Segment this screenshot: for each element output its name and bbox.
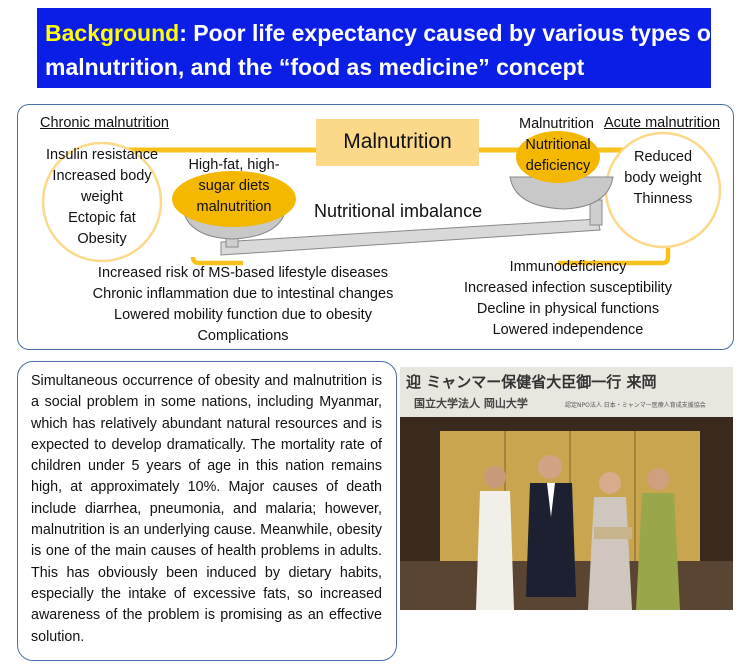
acute-effect: Lowered independence	[492, 322, 644, 338]
photo-illustration: 迎 ミャンマー保健省大臣御一行 来岡 国立大学法人 岡山大学 認定NPO法人 日…	[400, 367, 733, 610]
header-keyword: Background	[45, 20, 180, 46]
header-line-1: Background: Poor life expectancy caused …	[45, 16, 719, 50]
left-bottom-connector	[190, 256, 243, 266]
malnutrition-title: Malnutrition	[343, 130, 452, 153]
description-textbox: Simultaneous occurrence of obesity and m…	[17, 361, 397, 661]
acute-effect: Increased infection susceptibility	[464, 280, 672, 296]
acute-item: body weight	[624, 170, 702, 186]
chronic-effect: Complications	[197, 328, 289, 344]
malnutrition-box	[316, 119, 479, 166]
right-pan-item: Nutritional	[525, 137, 591, 153]
nutritional-imbalance-label: Nutritional imbalance	[314, 201, 483, 221]
chronic-effect: Increased risk of MS-based lifestyle dis…	[97, 265, 389, 281]
chronic-item: Ectopic fat	[68, 210, 136, 226]
acute-effect: Decline in physical functions	[476, 301, 660, 317]
header-line-2: malnutrition, and the “food as medicine”…	[45, 54, 585, 80]
photo-banner-line3: 認定NPO法人 日本・ミャンマー医療人育成支援協会	[565, 401, 706, 409]
chronic-item: Increased body	[52, 168, 152, 184]
chronic-label: Chronic malnutrition	[40, 115, 169, 131]
description-text: Simultaneous occurrence of obesity and m…	[31, 373, 382, 645]
acute-item: Reduced	[633, 149, 693, 165]
chronic-item: weight	[81, 189, 123, 205]
photo-banner-line2: 国立大学法人 岡山大学	[414, 396, 528, 410]
left-pan-item: High-fat, high-	[188, 157, 280, 173]
right-pan-items: Nutritional deficiency	[518, 135, 598, 177]
header-line-1-rest: : Poor life expectancy caused by various…	[179, 20, 719, 46]
right-pan-item: deficiency	[525, 158, 591, 174]
left-pan-item: sugar diets	[198, 178, 270, 194]
photo-banner-line1: 迎 ミャンマー保健省大臣御一行 来岡	[406, 373, 656, 391]
header-banner: Background: Poor life expectancy caused …	[37, 8, 719, 88]
chronic-item: Insulin resistance	[45, 147, 159, 163]
right-malnutrition-label: Malnutrition	[519, 116, 594, 132]
right-bottom-connector	[558, 245, 671, 266]
left-pan-items: High-fat, high- sugar diets malnutrition	[174, 155, 294, 218]
chronic-effect: Chronic inflammation due to intestinal c…	[92, 286, 394, 302]
chronic-item: Obesity	[77, 231, 127, 247]
acute-items: Reduced body weight Thinness	[613, 147, 713, 210]
right-pan-blob	[516, 131, 600, 183]
diagram-graphics	[41, 119, 722, 266]
chronic-circle	[41, 141, 163, 263]
left-pan-blob	[172, 171, 296, 227]
acute-label: Acute malnutrition	[604, 115, 721, 131]
balance-beam	[220, 218, 601, 256]
left-pan-item: malnutrition	[196, 199, 272, 215]
acute-effect: Immunodeficiency	[509, 259, 627, 275]
malnutrition-diagram: Chronic malnutrition Insulin resistance …	[17, 104, 734, 350]
photo-banner	[400, 367, 733, 417]
acute-effects: Immunodeficiency Increased infection sus…	[438, 257, 698, 341]
chronic-effect: Lowered mobility function due to obesity	[114, 307, 372, 323]
acute-item: Thinness	[633, 191, 693, 207]
group-photo: 迎 ミャンマー保健省大臣御一行 来岡 国立大学法人 岡山大学 認定NPO法人 日…	[400, 367, 733, 610]
chronic-items: Insulin resistance Increased body weight…	[42, 145, 162, 250]
chronic-effects: Increased risk of MS-based lifestyle dis…	[73, 263, 413, 347]
right-pan	[509, 176, 614, 210]
